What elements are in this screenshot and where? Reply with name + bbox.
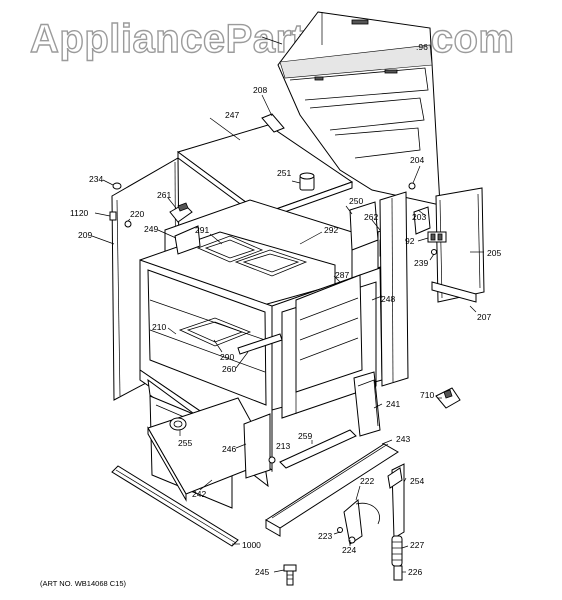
part-245-leveling-leg: [273, 564, 297, 586]
part-1120-clip: [94, 211, 117, 221]
part-241-leg: [353, 371, 383, 437]
callout-205: 205: [487, 248, 501, 258]
callout-259: 259: [298, 431, 312, 441]
callout-223: 223: [318, 531, 332, 541]
callout-208: 208: [253, 85, 267, 95]
callout-251: 251: [277, 168, 291, 178]
part-710-bracket: [435, 387, 461, 409]
back-panel: [261, 11, 441, 206]
panel-248: [371, 191, 409, 387]
callout-292: 292: [324, 225, 338, 235]
part-204-screw: [408, 165, 421, 190]
callout-242: 242: [192, 489, 206, 499]
callout-254: 254: [410, 476, 424, 486]
part-249-element-bracket: [157, 225, 201, 255]
part-239-screw: [429, 249, 437, 261]
part-261-bracket: [167, 197, 193, 223]
callout-248: 248: [381, 294, 395, 304]
callout-207: 207: [477, 312, 491, 322]
callout-262: 262: [364, 212, 378, 222]
callout-249: 249: [144, 224, 158, 234]
part-207-trim: [431, 281, 477, 313]
callout-labels: .96 208 247 204 251 234 261 1120 220 250…: [70, 42, 501, 577]
part-254-hinge-arm: [387, 463, 407, 539]
callout-245: 245: [255, 567, 269, 577]
callout-213: 213: [276, 441, 290, 451]
callout-210: 210: [152, 322, 166, 332]
part-223-screw: [333, 527, 343, 535]
part-234-screw: [102, 179, 122, 190]
bake-element: [178, 317, 252, 353]
part-251-thermostat: [291, 172, 315, 191]
callout-255: 255: [178, 438, 192, 448]
callout-204: 204: [410, 155, 424, 165]
callout-247: 247: [225, 110, 239, 120]
callout-260: 260: [222, 364, 236, 374]
part-92-switch: [417, 231, 447, 243]
callout-209: 209: [78, 230, 92, 240]
part-220-bolt: [124, 218, 132, 228]
callout-234: 234: [89, 174, 103, 184]
part-222-hinge: [343, 485, 380, 545]
callout-710: 710: [420, 390, 434, 400]
callout-226: 226: [408, 567, 422, 577]
callout-220: 220: [130, 209, 144, 219]
callout-250: 250: [349, 196, 363, 206]
callout-92: 92: [405, 236, 415, 246]
watermark: AppliancePartsPros.com: [30, 17, 515, 61]
callout-227: 227: [410, 540, 424, 550]
callout-290: 290: [220, 352, 234, 362]
broil-element-292: [234, 231, 323, 277]
callout-287: 287: [335, 270, 349, 280]
part-227-spring: [391, 535, 409, 567]
callout-291: 291: [195, 225, 209, 235]
callout-241: 241: [386, 399, 400, 409]
door-gasket: [111, 465, 240, 547]
part-260-strip: [235, 333, 283, 369]
part-246-divider: [235, 413, 271, 479]
art-number: (ART NO. WB14068 C15): [40, 579, 127, 588]
part-210-frame: [167, 327, 177, 335]
part-203-bracket: [413, 206, 431, 235]
callout-224: 224: [342, 545, 356, 555]
callout-243: 243: [396, 434, 410, 444]
callout-1000: 1000: [242, 540, 261, 550]
callout-1120: 1120: [70, 208, 89, 218]
part-226-link: [393, 565, 406, 581]
callout-.96: .96: [416, 42, 428, 52]
part-259-rod: [279, 429, 357, 469]
callout-222: 222: [360, 476, 374, 486]
part-243-rail: [265, 439, 399, 537]
callout-239: 239: [414, 258, 428, 268]
side-cover-panel: [435, 187, 485, 303]
back-bracket: [261, 94, 285, 133]
callout-203: 203: [412, 212, 426, 222]
side-panel-right: [295, 274, 363, 393]
callout-246: 246: [222, 444, 236, 454]
callout-261: 261: [157, 190, 171, 200]
part-255-knob: [169, 417, 187, 436]
part-213-pin: [268, 456, 276, 472]
broil-element: [196, 233, 264, 263]
